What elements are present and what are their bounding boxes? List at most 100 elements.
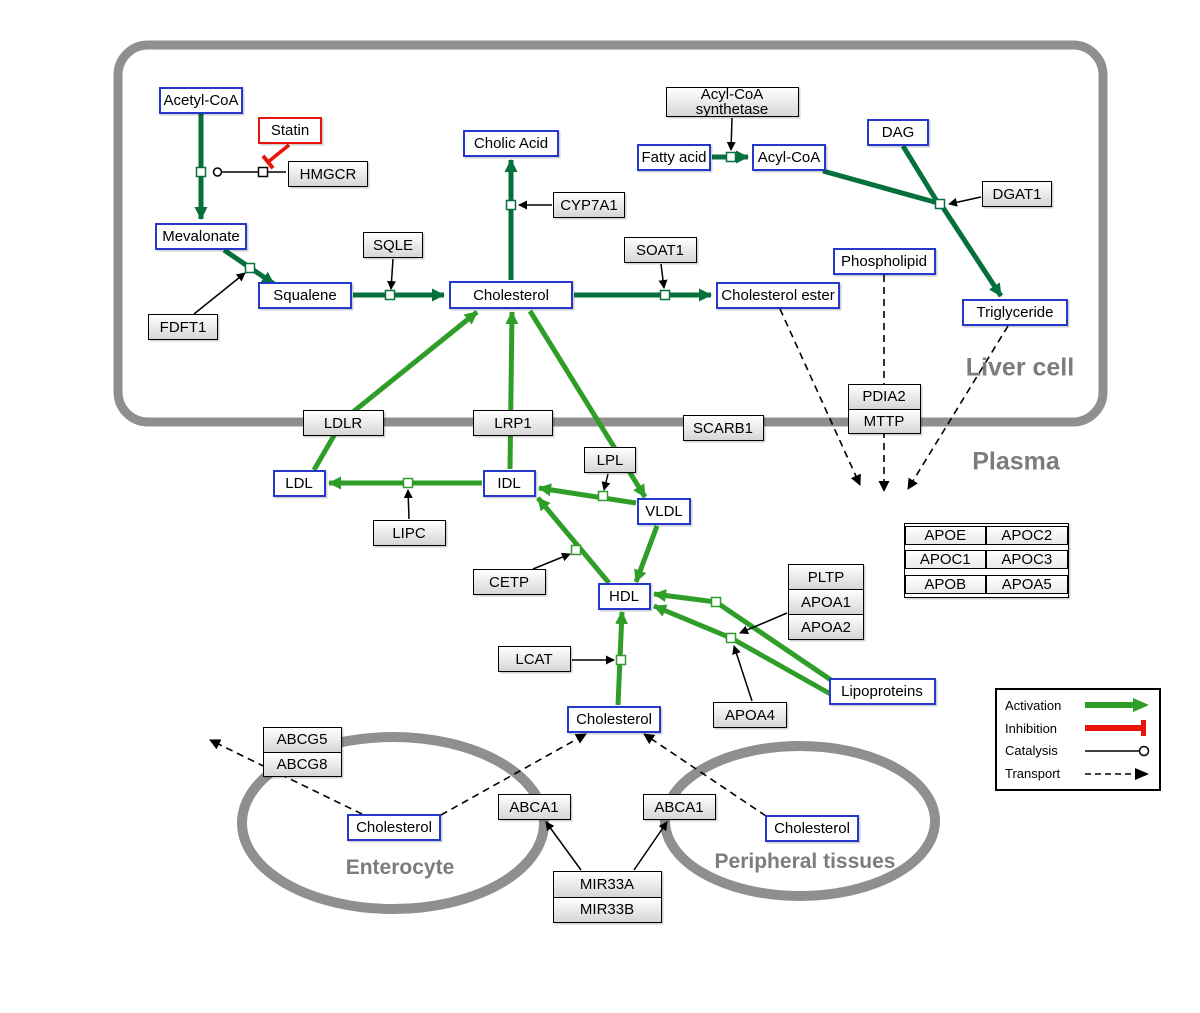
- legend-row-inhibition: Inhibition: [1005, 717, 1151, 739]
- node-apo-table-cell-1-1[interactable]: APOC3: [986, 550, 1068, 570]
- edge-cholesterol-ester-transport: [779, 308, 861, 486]
- edge-soat1-catalysis: [658, 263, 668, 289]
- node-soat1[interactable]: SOAT1: [623, 237, 697, 263]
- node-dag[interactable]: DAG: [867, 118, 929, 146]
- edge-mir33-to-abca1-left: [545, 821, 582, 871]
- node-cholesterol-peripheral[interactable]: Cholesterol: [765, 814, 859, 842]
- reaction-anchor: [725, 151, 737, 163]
- reaction-anchor: [710, 596, 722, 608]
- reaction-anchor: [505, 199, 517, 211]
- node-cholesterol-ester[interactable]: Cholesterol ester: [716, 281, 840, 309]
- node-cholesterol-plasma[interactable]: Cholesterol: [567, 705, 661, 733]
- edge-enterocyte-cholesterol-efflux: [209, 739, 363, 815]
- node-apo-table-cell-0-0[interactable]: APOE: [904, 526, 986, 546]
- edge-apoa4-connector: [732, 645, 753, 702]
- node-apo-table-cell-2-0[interactable]: APOB: [904, 574, 986, 594]
- edge-lipc-catalysis: [403, 489, 413, 520]
- edge-vldl-to-idl: [538, 483, 637, 506]
- node-lipoproteins[interactable]: Lipoproteins: [828, 677, 936, 705]
- node-abca1-right[interactable]: ABCA1: [642, 794, 716, 820]
- node-cholesterol-enterocyte[interactable]: Cholesterol: [347, 813, 441, 841]
- reaction-anchor: [934, 198, 946, 210]
- node-phospholipid[interactable]: Phospholipid: [832, 247, 936, 275]
- node-squalene[interactable]: Squalene: [258, 281, 352, 309]
- region-label-enterocyte: Enterocyte: [345, 856, 455, 879]
- node-pltp-apoa-row-1[interactable]: APOA1: [789, 589, 863, 614]
- node-mir33-row-0[interactable]: MIR33A: [553, 872, 661, 897]
- region-label-plasma: Plasma: [972, 447, 1060, 476]
- node-hdl[interactable]: HDL: [597, 582, 651, 610]
- edge-acyl-coa-synthetase-catalysis: [726, 117, 736, 151]
- node-lpl[interactable]: LPL: [584, 447, 636, 473]
- node-abcg5-abcg8-row-0[interactable]: ABCG5: [263, 728, 341, 752]
- node-cholesterol-liver[interactable]: Cholesterol: [449, 281, 573, 309]
- node-apo-table-cell-1-0[interactable]: APOC1: [904, 550, 986, 570]
- node-dgat1[interactable]: DGAT1: [982, 181, 1052, 207]
- edge-enterocyte-cholesterol-to-plasma: [440, 733, 587, 816]
- node-apoa4[interactable]: APOA4: [713, 702, 787, 728]
- legend-inhibition-label: Inhibition: [1005, 720, 1058, 736]
- node-fdft1[interactable]: FDFT1: [148, 314, 218, 340]
- node-fatty-acid[interactable]: Fatty acid: [637, 143, 711, 171]
- edge-sqle-catalysis: [387, 258, 397, 290]
- node-vldl[interactable]: VLDL: [637, 497, 691, 525]
- edge-cetp-catalysis: [532, 552, 571, 570]
- node-triglyceride[interactable]: Triglyceride: [962, 298, 1068, 326]
- node-acyl-coa-synthetase-label: Acyl-CoA: [700, 86, 764, 103]
- node-apo-table-cell-2-1[interactable]: APOA5: [986, 574, 1068, 594]
- node-sqle[interactable]: SQLE: [363, 232, 423, 258]
- reaction-anchor: [384, 289, 396, 301]
- node-pltp-apoa-row-0[interactable]: PLTP: [789, 565, 863, 589]
- catalysis-circle-icon: [1085, 745, 1150, 757]
- node-pdia2-mttp-row-1[interactable]: MTTP: [848, 408, 920, 433]
- node-mevalonate[interactable]: Mevalonate: [155, 222, 247, 250]
- node-lrp1[interactable]: LRP1: [473, 410, 553, 436]
- edge-acyl-coa-to-dgat-junction: [822, 168, 939, 206]
- node-cyp7a1[interactable]: CYP7A1: [553, 192, 625, 218]
- transport-arrow-icon: [1085, 767, 1149, 780]
- legend-catalysis-label: Catalysis: [1005, 743, 1058, 759]
- node-pltp-apoa-row-2[interactable]: APOA2: [789, 614, 863, 639]
- node-abcg5-abcg8-row-1[interactable]: ABCG8: [263, 751, 341, 776]
- node-statin[interactable]: Statin: [258, 116, 322, 144]
- enterocyte-membrane: [237, 732, 549, 914]
- edge-dgat-junction-to-triglyceride: [939, 204, 1004, 298]
- activation-arrow-icon: [1085, 698, 1149, 713]
- reaction-anchor: [402, 477, 414, 489]
- reaction-anchor: [659, 289, 671, 301]
- legend-transport-label: Transport: [1005, 766, 1061, 782]
- edge-idl-to-cholesterol-via-lrp1: [505, 311, 519, 470]
- node-lipc[interactable]: LIPC: [372, 520, 446, 546]
- node-idl[interactable]: IDL: [482, 469, 536, 497]
- edge-fdft1-catalysis: [193, 272, 246, 315]
- node-abca1-left[interactable]: ABCA1: [497, 794, 571, 820]
- edge-hdl-to-idl-via-cetp: [536, 496, 611, 585]
- edge-lpl-catalysis: [601, 473, 611, 491]
- legend-row-catalysis: Catalysis: [1005, 740, 1151, 762]
- edge-dag-to-dgat-junction: [900, 144, 941, 205]
- node-apo-table-cell-0-1[interactable]: APOC2: [986, 526, 1068, 546]
- node-scarb1[interactable]: SCARB1: [682, 415, 764, 441]
- node-pdia2-mttp-row-0[interactable]: PDIA2: [848, 385, 920, 409]
- node-cholic-acid[interactable]: Cholic Acid: [463, 129, 559, 157]
- node-ldlr[interactable]: LDLR: [302, 410, 384, 436]
- node-lcat[interactable]: LCAT: [497, 646, 571, 672]
- node-acyl-coa[interactable]: Acyl-CoA: [752, 143, 826, 171]
- node-acetyl-coa[interactable]: Acetyl-CoA: [159, 86, 243, 114]
- reaction-anchor: [195, 166, 207, 178]
- node-ldl[interactable]: LDL: [272, 469, 326, 497]
- edge-apoa-stack-connector: [739, 612, 788, 635]
- reaction-anchor: [570, 544, 582, 556]
- node-mir33-row-1[interactable]: MIR33B: [553, 896, 661, 922]
- edge-triglyceride-transport: [907, 325, 1009, 490]
- node-cetp[interactable]: CETP: [472, 569, 546, 595]
- node-hmgcr[interactable]: HMGCR: [288, 161, 368, 187]
